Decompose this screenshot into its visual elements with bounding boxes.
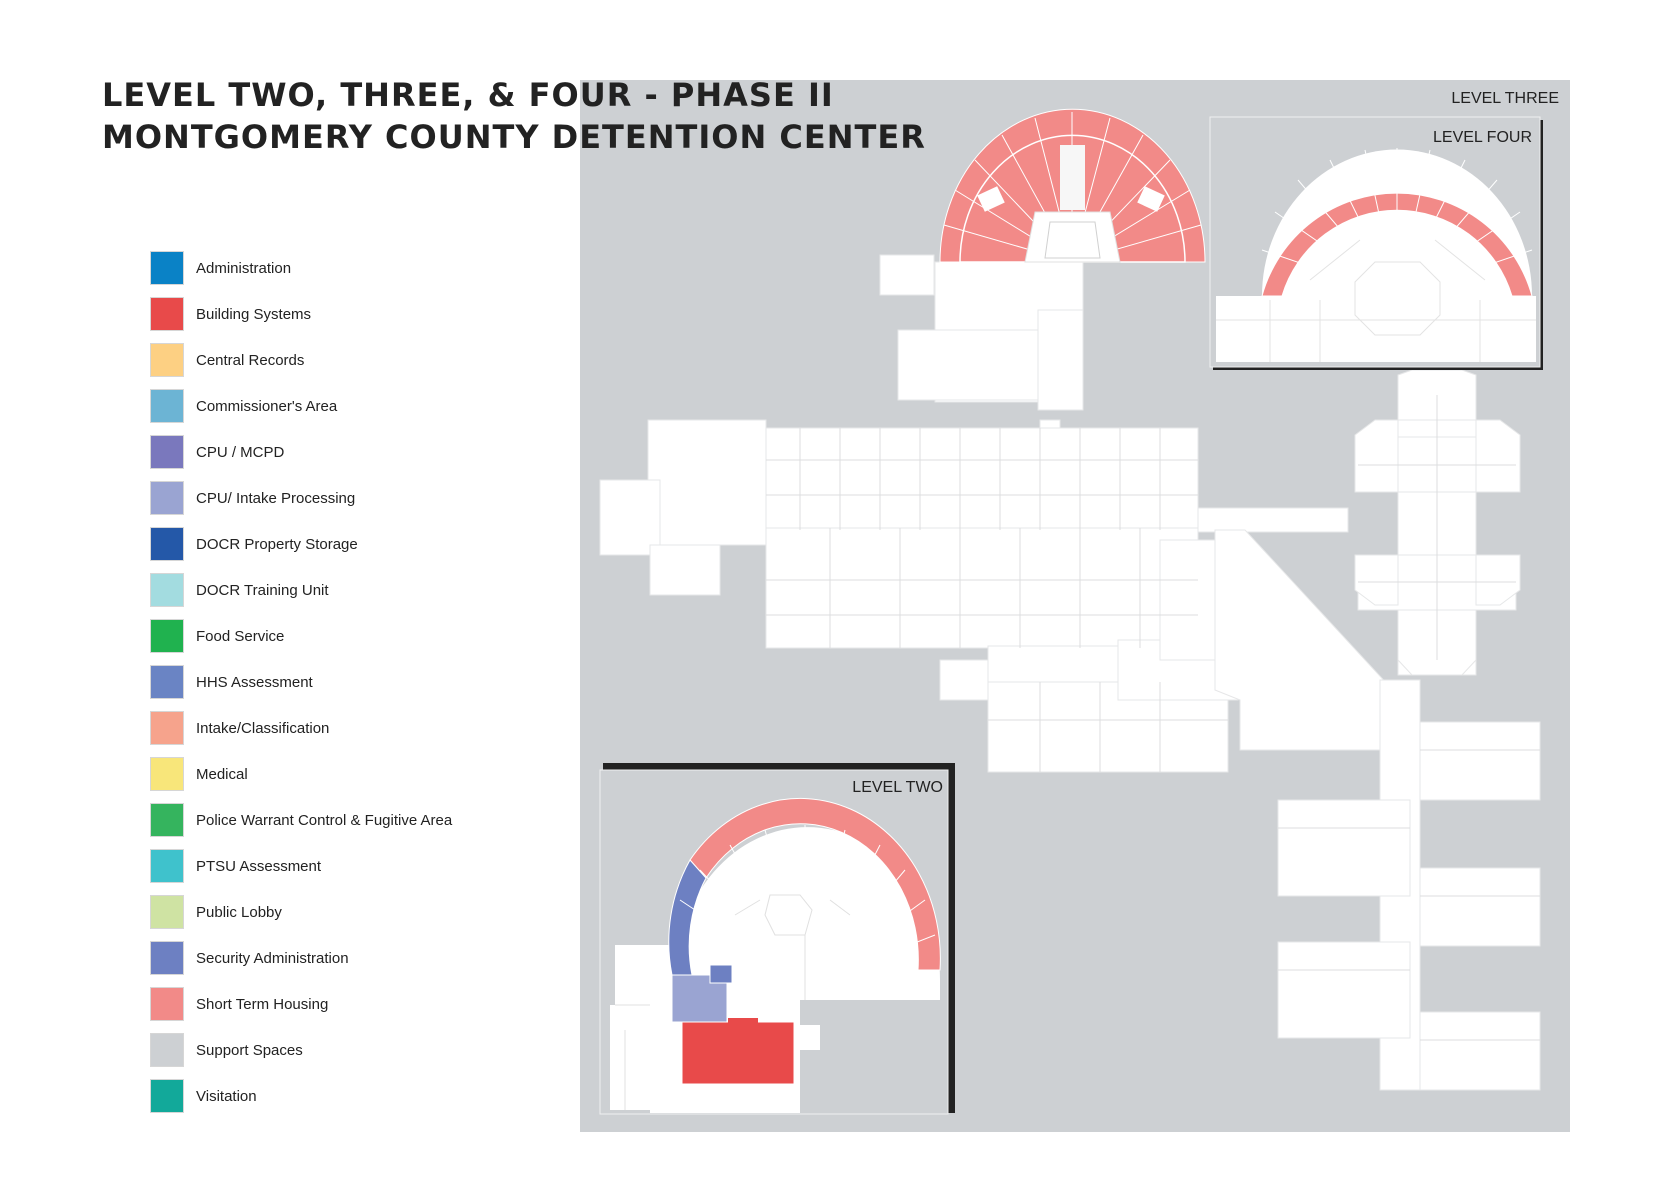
legend-item: Security Administration — [150, 940, 349, 976]
legend-item: Building Systems — [150, 296, 311, 332]
legend-item: CPU / MCPD — [150, 434, 284, 470]
level-two-inset: LEVEL TWO — [599, 763, 955, 1115]
legend-item: Support Spaces — [150, 1032, 303, 1068]
legend-item: Visitation — [150, 1078, 257, 1114]
legend-label: DOCR Training Unit — [196, 581, 329, 599]
page-title-line-1: LEVEL TWO, THREE, & FOUR - PHASE II — [102, 76, 834, 114]
legend-label: Security Administration — [196, 949, 349, 967]
legend-swatch — [150, 757, 184, 791]
legend-swatch — [150, 297, 184, 331]
legend-item: Medical — [150, 756, 248, 792]
legend-item: CPU/ Intake Processing — [150, 480, 355, 516]
legend-label: DOCR Property Storage — [196, 535, 358, 553]
legend-swatch — [150, 987, 184, 1021]
legend-item: DOCR Property Storage — [150, 526, 358, 562]
level-three-housing-pod — [939, 108, 1206, 263]
legend-swatch — [150, 895, 184, 929]
level-four-label: LEVEL FOUR — [1433, 129, 1532, 146]
legend-label: Short Term Housing — [196, 995, 329, 1013]
legend-item: HHS Assessment — [150, 664, 313, 700]
legend-swatch — [150, 665, 184, 699]
legend-label: Building Systems — [196, 305, 312, 323]
legend-swatch — [150, 251, 184, 285]
level-three-label: LEVEL THREE — [1451, 90, 1559, 107]
legend-item: Public Lobby — [150, 894, 282, 930]
legend-swatch — [150, 711, 184, 745]
legend-item: Intake/Classification — [150, 710, 329, 746]
level-two-label: LEVEL TWO — [852, 779, 943, 796]
legend-label: Commissioner's Area — [196, 397, 338, 415]
level-three-building — [599, 254, 1541, 1091]
legend-label: Food Service — [196, 627, 285, 645]
legend-label: HHS Assessment — [196, 673, 313, 691]
legend-item: Short Term Housing — [150, 986, 328, 1022]
legend-swatch — [150, 435, 184, 469]
legend-swatch — [150, 527, 184, 561]
level-four-inset: LEVEL FOUR — [1209, 116, 1543, 370]
legend-label: PTSU Assessment — [196, 857, 322, 875]
legend-label: Visitation — [196, 1087, 257, 1105]
legend-swatch — [150, 1033, 184, 1067]
legend-swatch — [150, 573, 184, 607]
legend-label: Intake/Classification — [196, 719, 330, 737]
page-title-line-2: MONTGOMERY COUNTY DETENTION CENTER — [102, 118, 926, 156]
legend-label: Support Spaces — [196, 1041, 303, 1059]
level-three-room-lines — [766, 395, 1540, 1041]
legend-swatch — [150, 343, 184, 377]
legend-swatch — [150, 941, 184, 975]
legend-label: Central Records — [196, 351, 305, 369]
legend-item: PTSU Assessment — [150, 848, 321, 884]
legend-label: CPU/ Intake Processing — [196, 489, 356, 507]
legend-label: CPU / MCPD — [196, 443, 285, 461]
legend-label: Administration — [196, 259, 292, 277]
legend-item: Food Service — [150, 618, 284, 654]
title-block: LEVEL TWO, THREE, & FOUR - PHASE II MONT… — [102, 74, 926, 158]
legend-swatch — [150, 619, 184, 653]
legend-item: Central Records — [150, 342, 304, 378]
legend-swatch — [150, 389, 184, 423]
legend-swatch — [150, 481, 184, 515]
legend-swatch — [150, 803, 184, 837]
legend-item: DOCR Training Unit — [150, 572, 329, 608]
legend-swatch — [150, 849, 184, 883]
legend-swatch — [150, 1079, 184, 1113]
legend-item: Administration — [150, 250, 291, 286]
legend-label: Public Lobby — [196, 903, 282, 921]
legend-item: Commissioner's Area — [150, 388, 337, 424]
legend-item: Police Warrant Control & Fugitive Area — [150, 802, 452, 838]
legend-label: Medical — [196, 765, 248, 783]
legend-label: Police Warrant Control & Fugitive Area — [196, 811, 453, 829]
